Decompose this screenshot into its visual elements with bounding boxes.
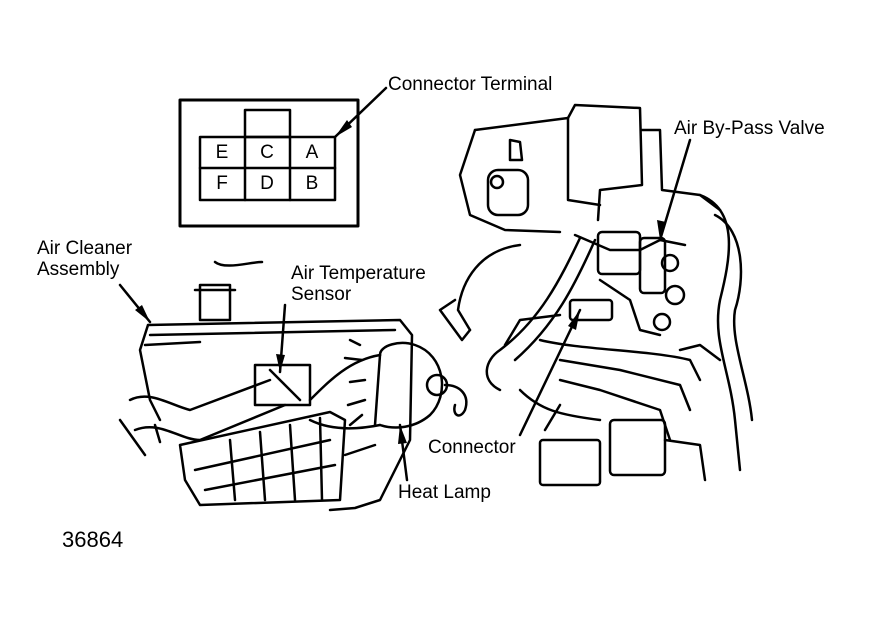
heat-lamp-illustration: [343, 338, 468, 429]
terminal-pin-a: A: [305, 142, 319, 163]
terminal-pin-d: D: [260, 173, 274, 194]
label-air-cleaner-assembly: Air Cleaner Assembly: [37, 238, 133, 280]
engine-illustration: [438, 103, 754, 487]
terminal-pin-c: C: [260, 142, 274, 163]
label-connector-terminal: Connector Terminal: [388, 74, 553, 95]
label-connector: Connector: [428, 437, 516, 458]
label-heat-lamp: Heat Lamp: [398, 482, 491, 503]
terminal-pin-f: F: [216, 173, 228, 194]
connector-terminal-inset: [178, 98, 360, 228]
figure-number: 36864: [62, 527, 124, 552]
air-cleaner-illustration: [118, 260, 414, 512]
label-air-bypass-valve: Air By-Pass Valve: [674, 118, 825, 139]
terminal-pin-e: E: [215, 142, 229, 163]
label-air-temperature-sensor: Air Temperature Sensor: [291, 263, 426, 305]
terminal-pin-b: B: [305, 173, 319, 194]
